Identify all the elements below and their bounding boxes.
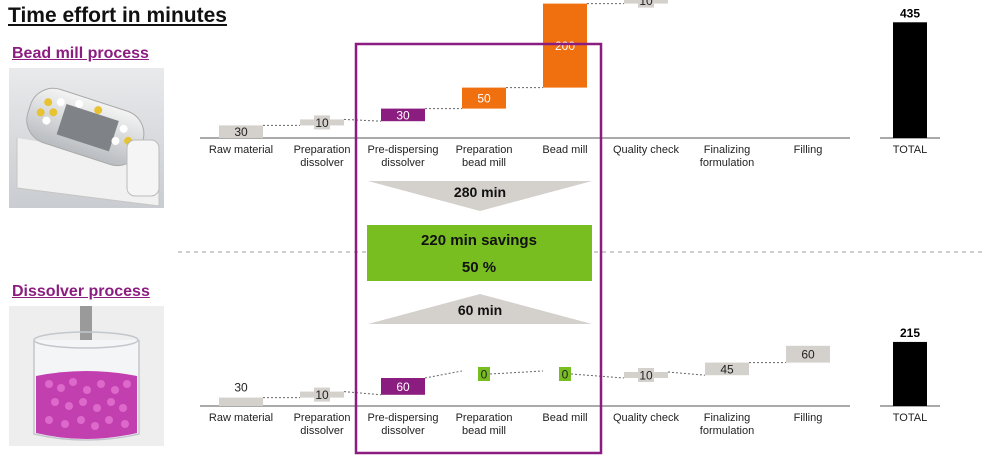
bead-mill-category-preparation-bead-mill: bead mill (462, 157, 506, 169)
savings-box (367, 225, 592, 281)
bead-mill-bar-raw-material (219, 125, 263, 138)
dissolver-category-preparation-dissolver: dissolver (300, 425, 344, 437)
dissolver-connector (424, 370, 463, 379)
dissolver-total-bar (893, 341, 927, 406)
dissolver-bar-finalizing-formulation (705, 362, 749, 376)
page-title: Time effort in minutes (8, 4, 227, 27)
dissolver-category-preparation-dissolver: Preparation (294, 412, 351, 424)
bead-mill-value-preparation-dissolver: 10 (315, 116, 329, 130)
dissolver-bar-raw-material (219, 397, 263, 406)
bead-mill-category-bead-mill: Bead mill (542, 144, 587, 156)
dissolver-sum-arrow (368, 294, 592, 324)
dissolver-value-bead-mill: 0 (562, 368, 569, 382)
dissolver-value-bg-preparation-dissolver (314, 387, 330, 402)
dissolver-connector (667, 371, 706, 376)
bead-mill-value-bead-mill: 200 (555, 39, 575, 53)
dissolver-total-label: TOTAL (893, 412, 927, 424)
bead-mill-total-value: 435 (900, 6, 920, 20)
dissolver-bar-preparation-bead-mill (478, 367, 490, 381)
dissolver-value-finalizing-formulation: 45 (720, 362, 734, 376)
bead-mill-value-pre-dispersing-dissolver: 30 (396, 108, 410, 122)
dissolver-bar-filling (786, 345, 830, 363)
bead-mill-connector (343, 118, 382, 122)
bead-mill-category-pre-dispersing-dissolver: dissolver (381, 157, 425, 169)
bead-mill-value-preparation-bead-mill: 50 (477, 92, 491, 106)
dissolver-value-filling: 60 (801, 348, 815, 362)
bead-mill-bar-bead-mill (543, 3, 587, 88)
dissolver-connector (570, 373, 625, 379)
bead-mill-total-label: TOTAL (893, 144, 927, 156)
dissolver-bar-bead-mill (559, 367, 571, 381)
bead-mill-value-bg-preparation-dissolver (314, 115, 330, 130)
dissolver-section-title: Dissolver process (12, 283, 150, 300)
dissolver-category-preparation-bead-mill: Preparation (456, 412, 513, 424)
dissolver-category-finalizing-formulation: formulation (700, 425, 754, 437)
dissolver-category-quality-check: Quality check (613, 412, 680, 424)
bead-mill-category-filling: Filling (794, 144, 823, 156)
dissolver-category-preparation-bead-mill: bead mill (462, 425, 506, 437)
bead-mill-bar-pre-dispersing-dissolver (381, 108, 425, 122)
dissolver-value-quality-check: 10 (639, 369, 653, 383)
dissolver-value-raw-material: 30 (234, 381, 248, 395)
bead-mill-category-preparation-dissolver: Preparation (294, 144, 351, 156)
dissolver-connector (489, 370, 544, 375)
bead-mill-bar-preparation-bead-mill (462, 87, 506, 109)
dissolver-category-filling: Filling (794, 412, 823, 424)
dissolver-beaker-icon (9, 306, 164, 446)
dissolver-category-bead-mill: Bead mill (542, 412, 587, 424)
dissolver-sum-label: 60 min (458, 302, 502, 318)
bead-mill-category-preparation-dissolver: dissolver (300, 157, 344, 169)
bead-mill-category-quality-check: Quality check (613, 144, 680, 156)
bead-mill-section-title: Bead mill process (12, 45, 149, 62)
dissolver-connector (343, 391, 382, 396)
bead-mill-value-quality-check: 10 (639, 0, 653, 8)
savings-label: 220 min savings (421, 232, 537, 249)
bead-mill-category-pre-dispersing-dissolver: Pre-dispersing (368, 144, 439, 156)
bead-mill-category-raw-material: Raw material (209, 144, 273, 156)
dissolver-category-pre-dispersing-dissolver: dissolver (381, 425, 425, 437)
dissolver-total-value: 215 (900, 326, 920, 340)
highlight-frame (354, 42, 603, 455)
dissolver-value-pre-dispersing-dissolver: 60 (396, 380, 410, 394)
bead-mill-value-raw-material: 30 (234, 125, 248, 139)
dissolver-value-bg-quality-check (638, 368, 654, 382)
dissolver-bar-pre-dispersing-dissolver (381, 378, 425, 395)
bead-mill-category-finalizing-formulation: Finalizing (704, 144, 750, 156)
dissolver-category-pre-dispersing-dissolver: Pre-dispersing (368, 412, 439, 424)
bead-mill-sum-arrow (368, 181, 592, 211)
bead-mill-total-bar (893, 22, 927, 138)
savings-percent: 50 % (462, 259, 496, 276)
bead-mill-category-preparation-bead-mill: Preparation (456, 144, 513, 156)
bead-mill-sum-label: 280 min (454, 184, 506, 200)
bead-mill-machine-icon (9, 68, 164, 208)
dissolver-category-raw-material: Raw material (209, 412, 273, 424)
bead-mill-category-finalizing-formulation: formulation (700, 157, 754, 169)
dissolver-category-finalizing-formulation: Finalizing (704, 412, 750, 424)
dissolver-value-preparation-bead-mill: 0 (481, 368, 488, 382)
dissolver-value-preparation-dissolver: 10 (315, 388, 329, 402)
bead-mill-value-bg-quality-check (638, 0, 654, 8)
